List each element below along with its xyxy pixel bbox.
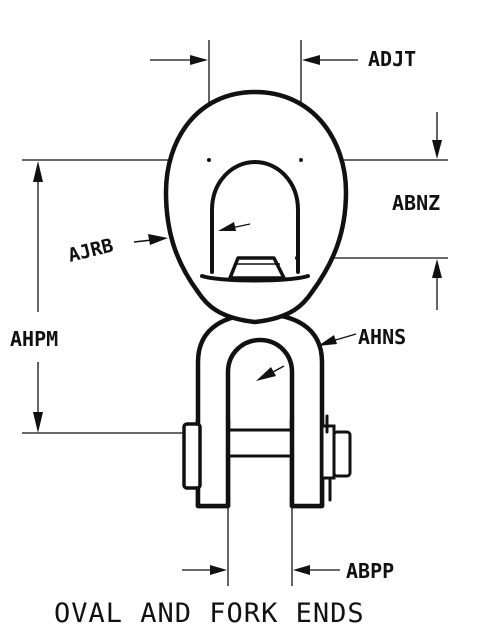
abpp-arrow-left xyxy=(210,565,227,575)
adjt-arrow-right xyxy=(302,55,320,65)
oval-saddle xyxy=(228,256,286,280)
abpp-arrow-right xyxy=(293,565,310,575)
abnz-arrow-bottom xyxy=(432,259,442,278)
oval-dim-dot-left xyxy=(207,158,211,162)
fork-right-leg xyxy=(289,417,325,509)
ahns-arrow xyxy=(318,335,337,346)
fork-pin-nut xyxy=(320,424,336,480)
fork-pin-head xyxy=(182,422,202,490)
adjt-arrow-left xyxy=(190,55,208,65)
fork-pin-end xyxy=(332,430,352,478)
ahpm-arrow-bottom xyxy=(33,412,43,433)
ajrb-arrow xyxy=(148,234,168,245)
oval-dim-dot-bottom xyxy=(295,256,299,260)
label-abpp: ABPP xyxy=(346,559,394,583)
labels: ADJT ABNZ AJRB AHPM AHNS ABPP OVAL AND F… xyxy=(10,47,440,629)
abnz-arrow-top xyxy=(432,140,442,159)
oval-base-bar xyxy=(200,274,310,283)
dimension-lines xyxy=(22,40,448,586)
fork-clevis-body xyxy=(195,311,325,509)
oval-inner-arch xyxy=(210,160,300,274)
label-ahpm: AHPM xyxy=(10,327,58,351)
fork-end xyxy=(182,311,357,509)
diagram-caption: OVAL AND FORK ENDS xyxy=(54,598,365,629)
oval-inner-arrow xyxy=(218,222,236,231)
label-abnz: ABNZ xyxy=(392,191,440,215)
fork-left-leg xyxy=(195,417,231,509)
oval-dim-dot-right xyxy=(299,158,303,162)
label-ajrb: AJRB xyxy=(66,234,116,266)
fork-inner-arrow xyxy=(256,367,276,381)
label-adjt: ADJT xyxy=(368,47,416,71)
ajrb-leader xyxy=(133,239,153,243)
label-ahns: AHNS xyxy=(358,325,406,349)
oval-end xyxy=(133,89,349,325)
ahpm-arrow-top xyxy=(33,161,43,182)
